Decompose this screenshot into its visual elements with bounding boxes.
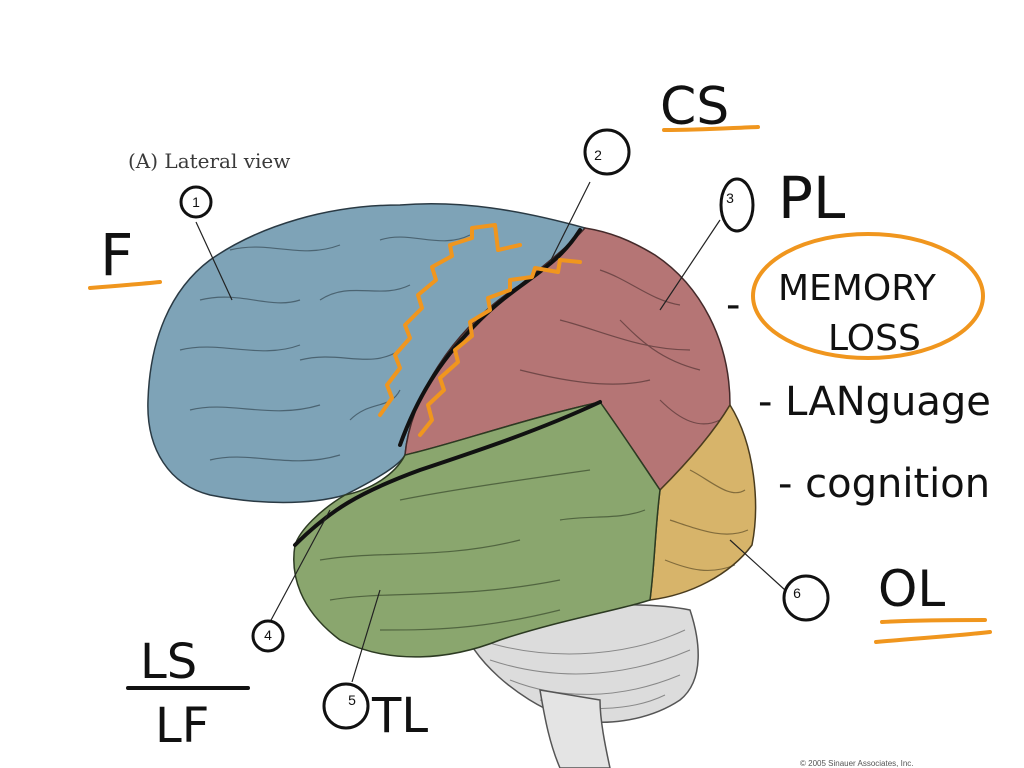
lateral-sulcus-line [293,400,602,547]
callout-2: 2 [583,128,631,176]
temporal-lobe [293,401,661,658]
callout-1: 1 [179,185,213,219]
central-sulcus-underline [662,125,760,132]
parietal-gyri [519,269,721,425]
central-sulcus-line [398,228,582,447]
brain-illustration [147,203,757,768]
occipital-gyri [664,469,749,571]
panel-title: (A) Lateral view [128,149,290,173]
callout-4: 4 [251,619,285,653]
frontal-underline [88,280,162,290]
frontal-label: F [100,221,133,289]
loss-label: LOSS [828,318,921,359]
callout-5: 5 [322,682,370,730]
cerebellum-folia [479,629,691,709]
temporal-label: TL [371,688,428,744]
copyright-credit: © 2005 Sinauer Associates, Inc. [800,759,914,768]
lateral-fissure-label: LF [155,698,209,754]
callout-number: 4 [264,627,272,643]
postcentral-squiggle [418,258,582,437]
occipital-lobe [649,403,757,601]
lateral-sulcus-label: LS [140,634,197,690]
memory-label: MEMORY [778,268,937,309]
temporal-gyri [319,469,646,631]
callout-3: 3 [719,177,755,233]
occipital-underline-1 [880,618,987,624]
callout-number: 2 [594,147,602,163]
leader-lines [195,181,786,683]
callout-number: 3 [726,190,734,206]
callout-number: 5 [348,692,356,708]
memory-bullet: - [726,282,740,328]
occipital-underline-2 [874,630,992,644]
brainstem [539,689,611,768]
callout-number: 6 [793,585,801,601]
precentral-squiggle [378,223,522,417]
memory-loss-circle [751,232,985,360]
occipital-label: OL [878,560,945,618]
parietal-label: PL [778,164,845,232]
callout-number: 1 [192,194,200,210]
frontal-gyri [179,234,471,462]
callout-6: 6 [782,574,830,622]
cognition-label: - cognition [778,461,990,507]
language-label: - LANguage [758,379,991,425]
